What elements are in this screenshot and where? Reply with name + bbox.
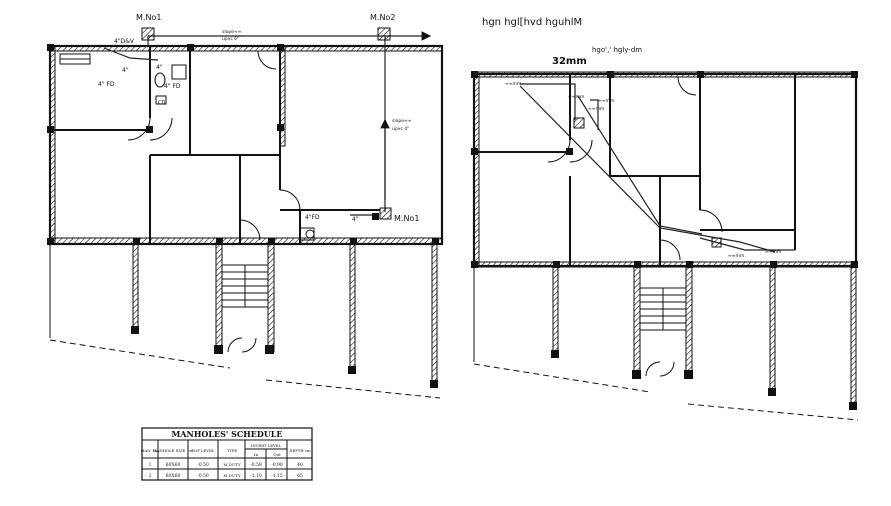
pipe-label-top: 4"D&V xyxy=(114,38,135,45)
row-2-type: M.DUTY xyxy=(223,473,241,478)
slope-label-side-2: upvc 4" xyxy=(392,126,409,132)
row-1-type: M.DUTY xyxy=(223,462,241,467)
right-stairs xyxy=(640,287,686,331)
manholes-schedule-table: MANHOLES' SCHEDULE MAN. No. MANHOLE SIZE… xyxy=(141,427,313,481)
row-1-top: -0.50 xyxy=(197,462,209,468)
fd-label-2: 4" FD xyxy=(164,83,181,90)
left-floor-plan: M.No1 M.No2 M.No1 4"D&V 4" 4" 4" FD 4" F… xyxy=(47,13,444,399)
manhole-2-label: M.No2 xyxy=(370,13,395,22)
row-1-size: 60X60 xyxy=(166,462,181,468)
header-depth: DEPTH cm xyxy=(289,448,311,453)
left-stairs xyxy=(222,264,268,308)
cd-label: CD xyxy=(158,100,165,106)
fd-label-3: 4"FD xyxy=(305,214,320,221)
header-invert-out: Out xyxy=(273,452,281,457)
row-1-no: 1 xyxy=(149,462,152,468)
pipe-label-4-a: 4" xyxy=(122,67,129,74)
right-header-line-2: hgo',' hgly-dm xyxy=(592,46,642,54)
manhole-1b-label: M.No1 xyxy=(394,214,419,223)
tag-b: ≈≈mm xyxy=(568,95,584,100)
header-invert-in: In xyxy=(254,452,259,457)
header-manhole-size: MANHOLE SIZE. cm xyxy=(153,448,194,453)
slope-label-side: slope≈≈ xyxy=(392,118,412,124)
header-top-level: TOP LEVEL xyxy=(192,448,215,453)
row-2-size: 60X60 xyxy=(166,473,181,479)
schedule-title: MANHOLES' SCHEDULE xyxy=(171,429,282,439)
tag-d: ≈≈mm xyxy=(598,99,614,104)
header-invert-level: INVERT LEVEL xyxy=(251,443,282,448)
row-1-in: -0.58 xyxy=(250,462,262,468)
pipe-label-4-c: 4" xyxy=(352,216,359,223)
right-floor-plan: hgn hgl[hvd hguhlM hgo',' hgly-dm 32mm xyxy=(471,17,859,421)
fd-label-1: 4" FD xyxy=(98,81,115,88)
row-2-no: 2 xyxy=(149,473,152,479)
tag-a: ≈≈mm xyxy=(505,82,521,87)
tag-c: ≈≈mm xyxy=(588,107,604,112)
tag-f: ≈≈mm xyxy=(765,250,781,255)
right-header-line-1: hgn hgl[hvd hguhlM xyxy=(482,17,582,28)
pipe-label-4-b: 4" xyxy=(156,64,163,71)
pipe-size-label: 32mm xyxy=(552,56,587,67)
slope-label-top: slope≈≈ xyxy=(222,29,242,35)
row-1-depth: 40 xyxy=(297,462,303,468)
row-2-out: -1.15 xyxy=(271,473,283,479)
manhole-1-label: M.No1 xyxy=(136,13,161,22)
tag-e: ≈≈mm xyxy=(728,254,744,259)
row-1-out: -0.90 xyxy=(271,462,283,468)
header-man-no: MAN. No. xyxy=(141,448,160,453)
row-2-in: -1.10 xyxy=(250,473,262,479)
row-2-depth: 65 xyxy=(297,473,303,479)
header-type: TYPE xyxy=(227,448,238,453)
slope-label-top-2: upvc 6" xyxy=(222,36,239,42)
row-2-top: -0.50 xyxy=(197,473,209,479)
